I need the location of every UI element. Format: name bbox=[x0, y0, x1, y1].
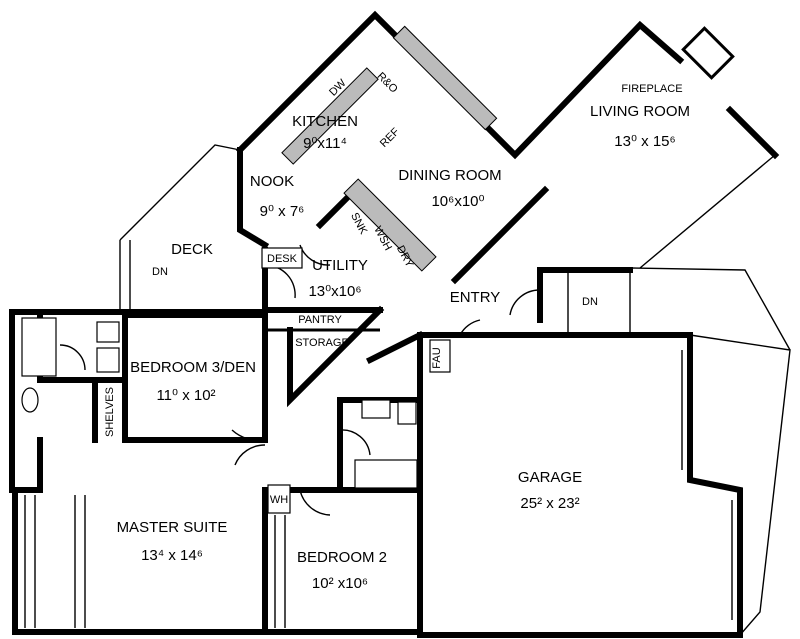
labels: KITCHEN 9⁰x11⁴ FIREPLACE LIVING ROOM 13⁰… bbox=[104, 70, 690, 592]
entry-label: ENTRY bbox=[450, 289, 501, 306]
desk-label: DESK bbox=[267, 253, 298, 265]
fireplace-icon bbox=[681, 26, 735, 80]
storage-label: STORAGE bbox=[295, 337, 349, 349]
dining-room-label: DINING ROOM bbox=[398, 167, 501, 184]
deck-label: DECK bbox=[171, 241, 213, 258]
living-room-label: LIVING ROOM bbox=[590, 103, 690, 120]
bedroom2-dims: 10² x10⁶ bbox=[312, 575, 368, 592]
range-oven-label: R&O bbox=[374, 70, 400, 96]
utility-label: UTILITY bbox=[312, 257, 368, 274]
fau-label: FAU bbox=[431, 347, 443, 368]
shelves-label: SHELVES bbox=[104, 387, 116, 437]
doors bbox=[59, 244, 541, 516]
garage-dims: 25² x 23² bbox=[520, 495, 579, 512]
fixtures bbox=[21, 25, 498, 514]
fireplace-label: FIREPLACE bbox=[621, 83, 682, 95]
bedroom2-label: BEDROOM 2 bbox=[297, 549, 387, 566]
kitchen-dims: 9⁰x11⁴ bbox=[303, 135, 347, 152]
deck-dn-label: DN bbox=[152, 266, 168, 278]
utility-dims: 13⁰x10⁶ bbox=[308, 283, 361, 300]
entry-dn-label: DN bbox=[582, 296, 598, 308]
bedroom3-dims: 11⁰ x 10² bbox=[156, 387, 215, 404]
kitchen-label: KITCHEN bbox=[292, 113, 358, 130]
master-suite-label: MASTER SUITE bbox=[117, 519, 228, 536]
bedroom3-label: BEDROOM 3/DEN bbox=[130, 359, 256, 376]
nook-label: NOOK bbox=[250, 173, 294, 190]
water-heater-label: WH bbox=[270, 494, 288, 506]
dining-room-dims: 10⁶x10⁰ bbox=[431, 193, 484, 210]
refrigerator-label: REF bbox=[378, 126, 402, 150]
garage-label: GARAGE bbox=[518, 469, 582, 486]
pantry-label: PANTRY bbox=[298, 314, 342, 326]
nook-dims: 9⁰ x 7⁶ bbox=[260, 203, 305, 220]
master-suite-dims: 13⁴ x 14⁶ bbox=[141, 547, 203, 564]
living-room-dims: 13⁰ x 15⁶ bbox=[614, 133, 675, 150]
